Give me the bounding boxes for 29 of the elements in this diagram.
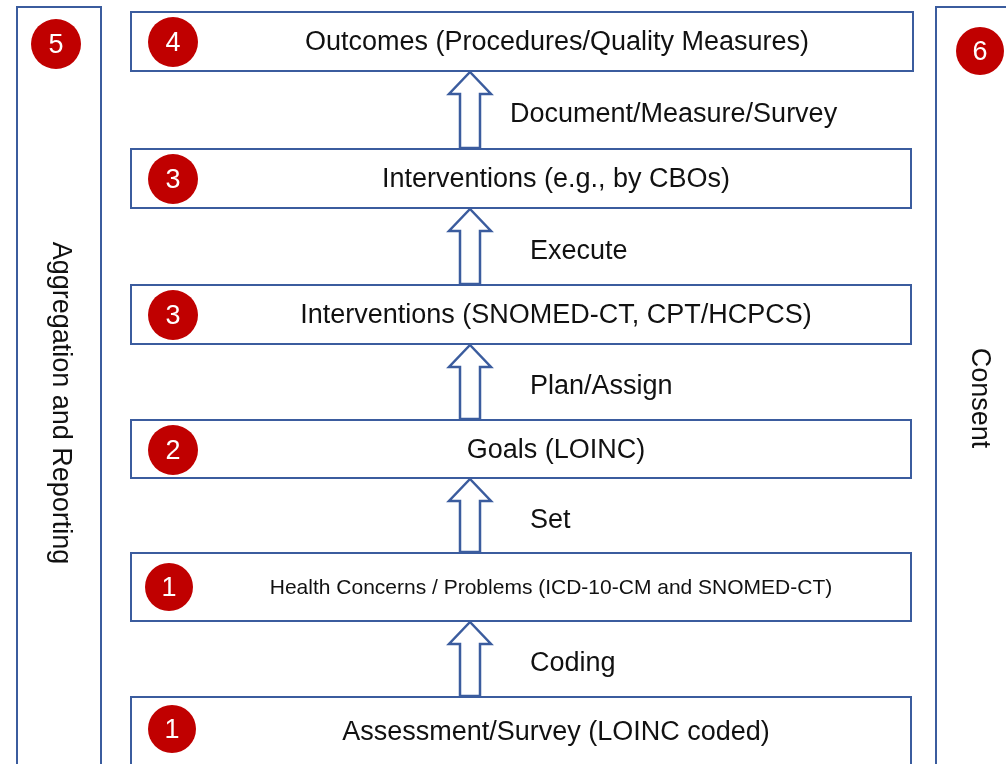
process-box (130, 11, 914, 72)
box-label: Health Concerns / Problems (ICD-10-CM and SNOMED-CT) (269, 575, 833, 599)
process-box (130, 148, 912, 209)
process-box (130, 284, 912, 345)
step-number-circle: 3 (148, 154, 198, 204)
step-number-circle: 6 (956, 27, 1004, 75)
step-number-circle: 5 (31, 19, 81, 69)
box-label: Interventions (e.g., by CBOs) (381, 163, 731, 194)
block-arrow (446, 70, 494, 150)
panel-label: Consent (964, 347, 996, 449)
block-arrow (446, 207, 494, 286)
process-box (130, 552, 912, 622)
process-box (130, 419, 912, 479)
box-label: Outcomes (Procedures/Quality Measures) (304, 26, 810, 57)
box-label: Interventions (SNOMED-CT, CPT/HCPCS) (300, 299, 812, 330)
step-number-circle: 3 (148, 290, 198, 340)
block-arrow (446, 477, 494, 554)
process-box (130, 696, 912, 764)
step-number-circle: 1 (148, 705, 196, 753)
side-panel (935, 6, 1006, 764)
block-arrow (446, 343, 494, 421)
block-arrow (446, 620, 494, 698)
side-panel (16, 6, 102, 764)
panel-label: Aggregation and Reporting (45, 241, 77, 565)
box-label: Goals (LOINC) (466, 433, 646, 465)
step-number-circle: 1 (145, 563, 193, 611)
box-label: Assessment/Survey (LOINC coded) (342, 715, 770, 747)
step-number-circle: 4 (148, 17, 198, 67)
step-number-circle: 2 (148, 425, 198, 475)
